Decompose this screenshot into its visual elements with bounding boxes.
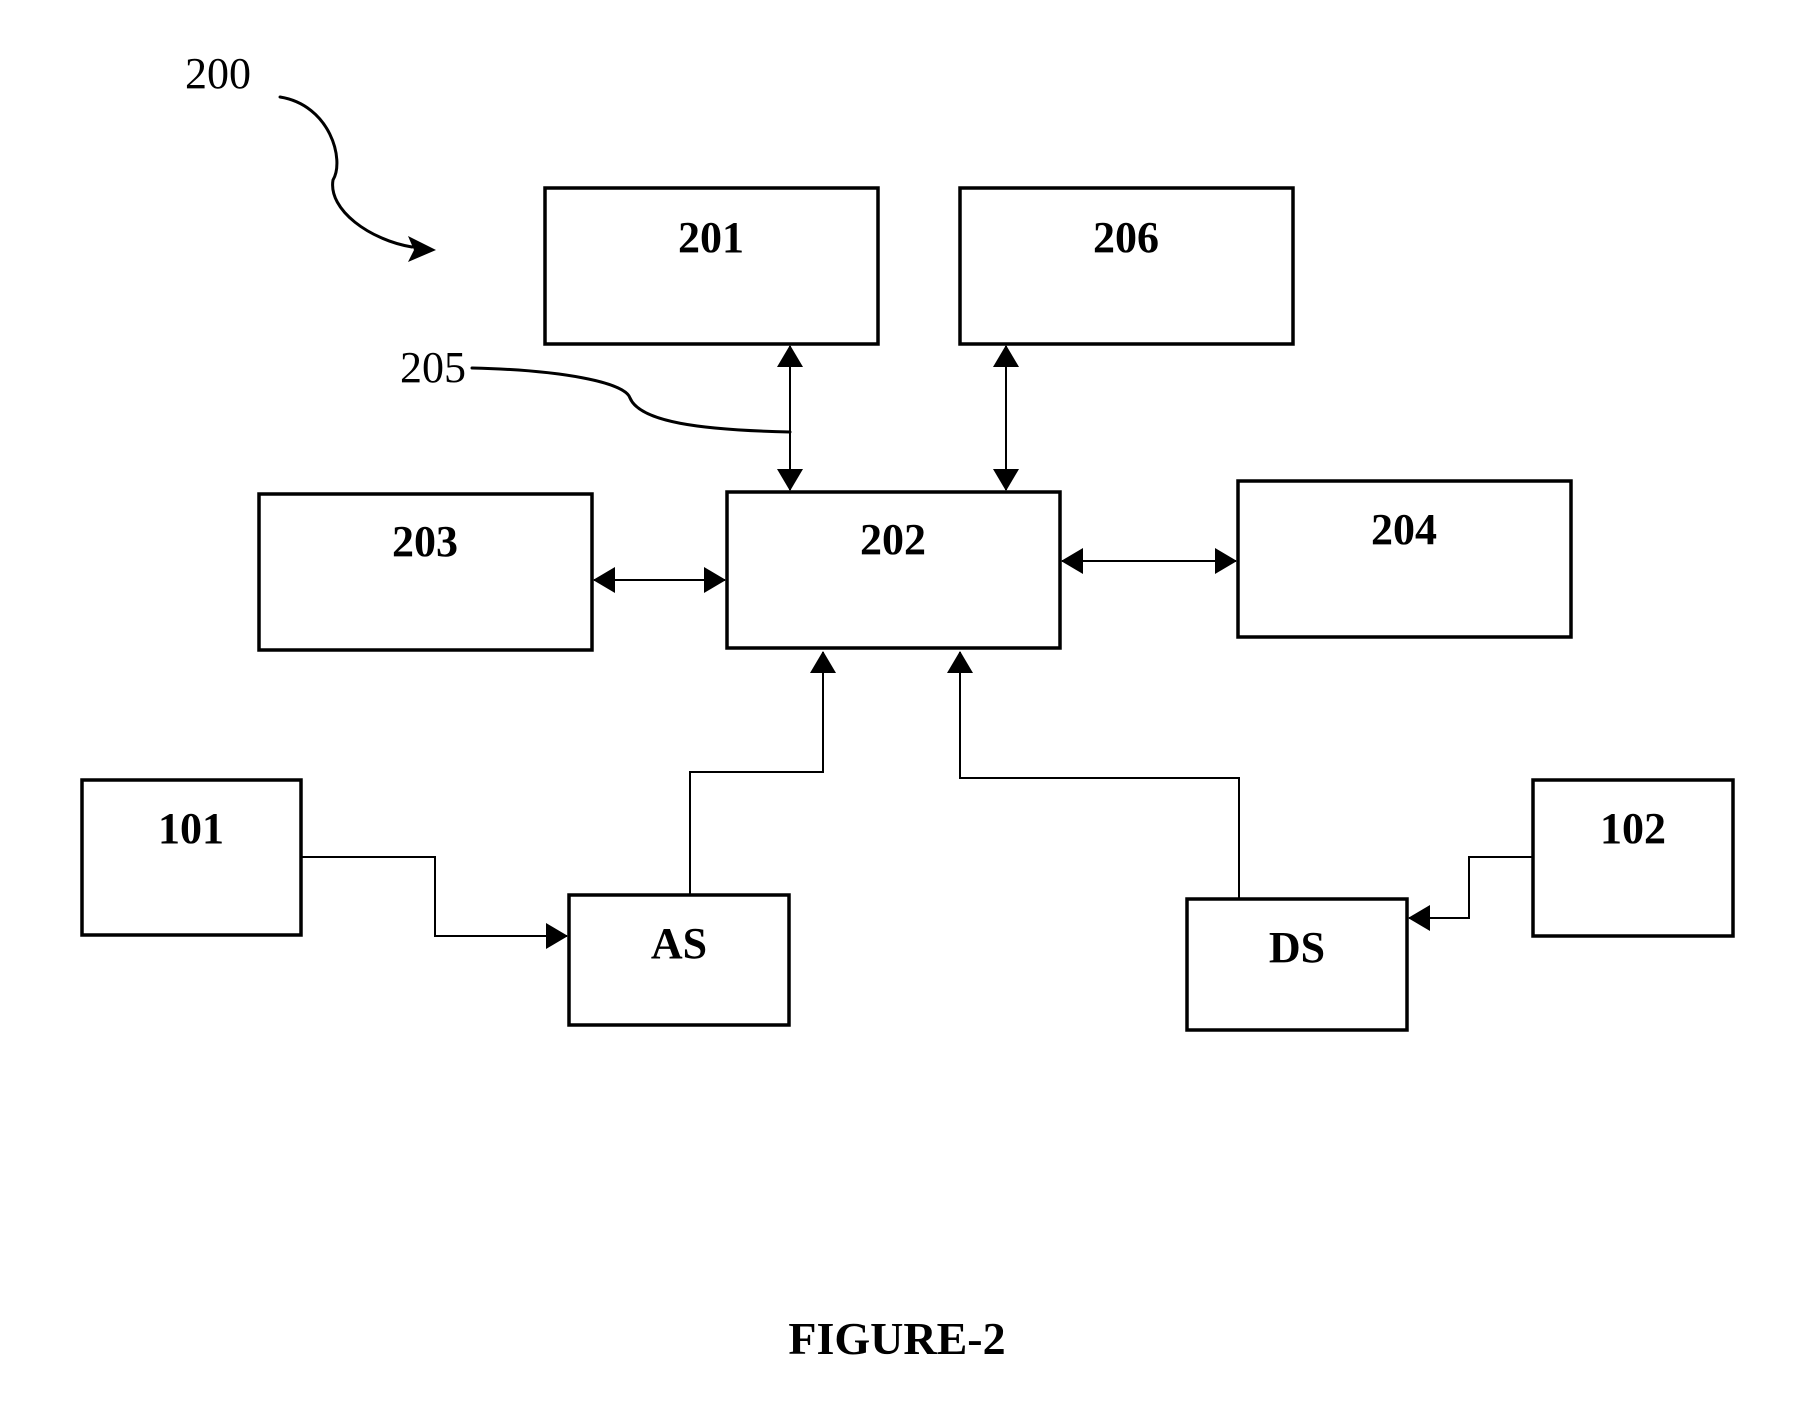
- link-101-as: [301, 856, 568, 949]
- block-as: AS: [567, 893, 791, 1027]
- reference-pointer-arrowhead: [408, 236, 436, 262]
- block-202-label: 202: [860, 515, 926, 564]
- link-ds-202: [947, 651, 1240, 899]
- block-204: 204: [1236, 479, 1573, 639]
- figure-caption: FIGURE-2: [788, 1313, 1005, 1364]
- link-102-ds: [1408, 856, 1533, 931]
- block-203: 203: [257, 492, 594, 652]
- block-204-label: 204: [1371, 505, 1437, 554]
- block-206-label: 206: [1093, 213, 1159, 262]
- reference-label-200: 200: [185, 49, 251, 98]
- block-101: 101: [80, 778, 303, 937]
- block-203-label: 203: [392, 517, 458, 566]
- link-as-202: [689, 651, 836, 895]
- block-206: 206: [958, 186, 1295, 346]
- bus-label-205: 205: [400, 343, 466, 392]
- block-as-label: AS: [651, 919, 707, 968]
- block-102-label: 102: [1600, 804, 1666, 853]
- block-ds-label: DS: [1269, 923, 1325, 972]
- bus-leader-205: [470, 366, 792, 434]
- block-201-label: 201: [678, 213, 744, 262]
- block-101-label: 101: [158, 804, 224, 853]
- block-102: 102: [1531, 778, 1735, 938]
- block-ds: DS: [1185, 897, 1409, 1032]
- block-202: 202: [725, 490, 1062, 650]
- reference-pointer-200: [278, 95, 414, 249]
- block-201: 201: [543, 186, 880, 346]
